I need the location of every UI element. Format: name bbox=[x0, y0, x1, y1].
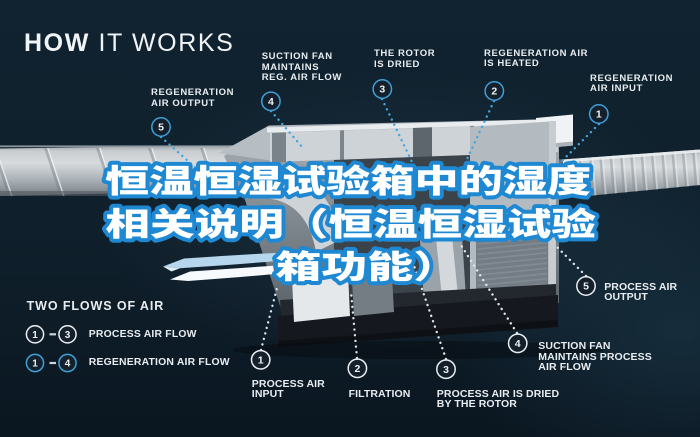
svg-text:4: 4 bbox=[515, 338, 521, 350]
svg-text:2: 2 bbox=[354, 363, 360, 375]
svg-text:4: 4 bbox=[65, 359, 71, 370]
svg-text:2: 2 bbox=[491, 86, 497, 98]
svg-text:1: 1 bbox=[32, 359, 38, 370]
svg-text:5: 5 bbox=[158, 122, 164, 134]
svg-text:1: 1 bbox=[32, 330, 38, 341]
svg-text:3: 3 bbox=[65, 330, 71, 341]
svg-text:5: 5 bbox=[583, 281, 589, 293]
svg-text:3: 3 bbox=[379, 84, 385, 96]
svg-text:3: 3 bbox=[443, 364, 449, 376]
svg-text:1: 1 bbox=[596, 109, 602, 121]
svg-text:4: 4 bbox=[268, 96, 274, 108]
svg-text:1: 1 bbox=[258, 355, 264, 367]
